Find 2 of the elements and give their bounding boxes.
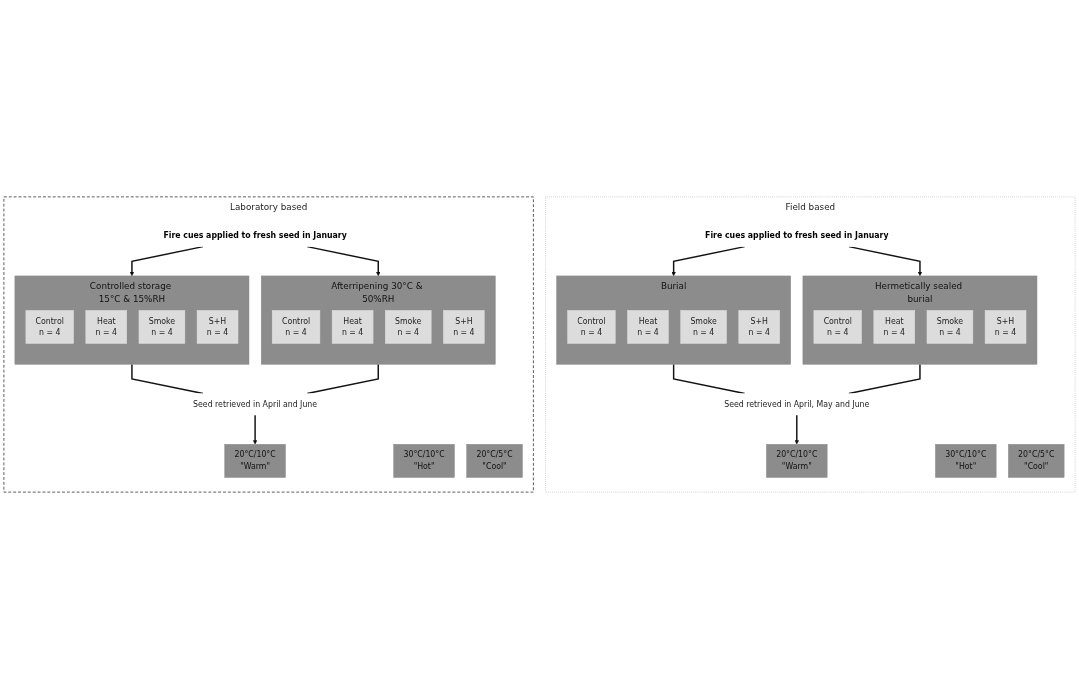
arrow	[794, 414, 799, 445]
arrow	[252, 414, 258, 445]
